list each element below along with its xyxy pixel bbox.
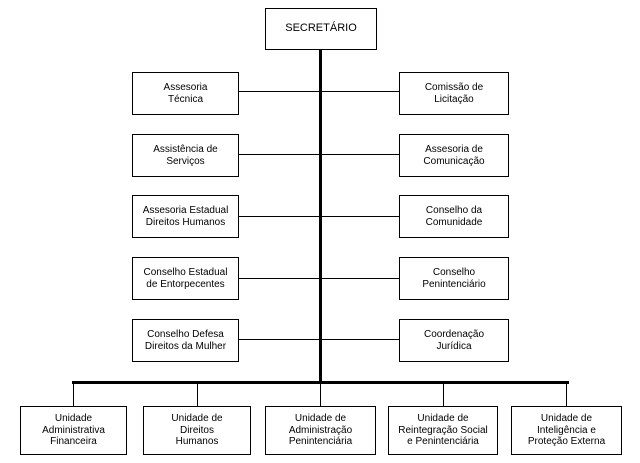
box-label: Unidade de Reintegração Social e Peninte… — [398, 413, 488, 448]
main-vertical-line — [319, 50, 322, 384]
drop-line-3 — [320, 382, 321, 407]
box-assesoria-tecnica: Assesoria Técnica — [132, 72, 239, 115]
box-unidade-direitos-humanos: Unidade de Direitos Humanos — [143, 406, 251, 455]
box-label: Assesoria Estadual Direitos Humanos — [142, 205, 229, 228]
box-label: Conselho Penintenciário — [422, 267, 486, 290]
branch-line-row-2 — [238, 154, 400, 155]
box-secretario: SECRETÁRIO — [265, 8, 377, 50]
box-unidade-administracao-penintenciaria: Unidade de Administração Penintenciária — [265, 406, 376, 455]
drop-line-4 — [443, 382, 444, 407]
box-label: Conselho Estadual de Entorpecentes — [143, 267, 228, 290]
branch-line-row-5 — [238, 339, 400, 340]
box-unidade-inteligencia-protecao: Unidade de Inteligência e Proteção Exter… — [511, 406, 622, 455]
box-assistencia-servicos: Assistência de Serviços — [132, 134, 239, 177]
box-assesoria-direitos-humanos: Assesoria Estadual Direitos Humanos — [132, 195, 239, 238]
branch-line-row-1 — [238, 91, 400, 92]
box-assesoria-comunicacao: Assesoria de Comunicação — [399, 134, 509, 177]
drop-line-5 — [566, 382, 567, 407]
box-label: Comissão de Licitação — [424, 82, 484, 105]
box-conselho-defesa-mulher: Conselho Defesa Direitos da Mulher — [132, 319, 239, 362]
box-label: Conselho Defesa Direitos da Mulher — [144, 329, 227, 352]
box-label: Conselho da Comunidade — [425, 205, 483, 228]
box-label: Coordenação Jurídica — [423, 329, 485, 352]
box-conselho-comunidade: Conselho da Comunidade — [399, 195, 509, 238]
box-label: Assesoria de Comunicação — [423, 144, 485, 167]
box-label: Unidade Administrativa Financeira — [42, 413, 105, 448]
box-coordenacao-juridica: Coordenação Jurídica — [399, 319, 509, 362]
drop-line-1 — [73, 382, 74, 407]
box-label: Unidade de Administração Penintenciária — [288, 413, 353, 448]
box-conselho-entorpecentes: Conselho Estadual de Entorpecentes — [132, 257, 239, 300]
box-conselho-penintenciario: Conselho Penintenciário — [399, 257, 509, 300]
box-unidade-administrativa-financeira: Unidade Administrativa Financeira — [20, 406, 127, 455]
drop-line-2 — [197, 382, 198, 407]
box-secretario-label: SECRETÁRIO — [285, 22, 357, 35]
box-comissao-licitacao: Comissão de Licitação — [399, 72, 509, 115]
box-label: Assesoria Técnica — [163, 82, 208, 105]
branch-line-row-4 — [238, 278, 400, 279]
branch-line-row-3 — [238, 216, 400, 217]
box-label: Assistência de Serviços — [153, 144, 218, 167]
box-label: Unidade de Inteligência e Proteção Exter… — [527, 413, 606, 448]
box-label: Unidade de Direitos Humanos — [171, 413, 223, 448]
box-unidade-reintegracao-social: Unidade de Reintegração Social e Peninte… — [388, 406, 498, 455]
